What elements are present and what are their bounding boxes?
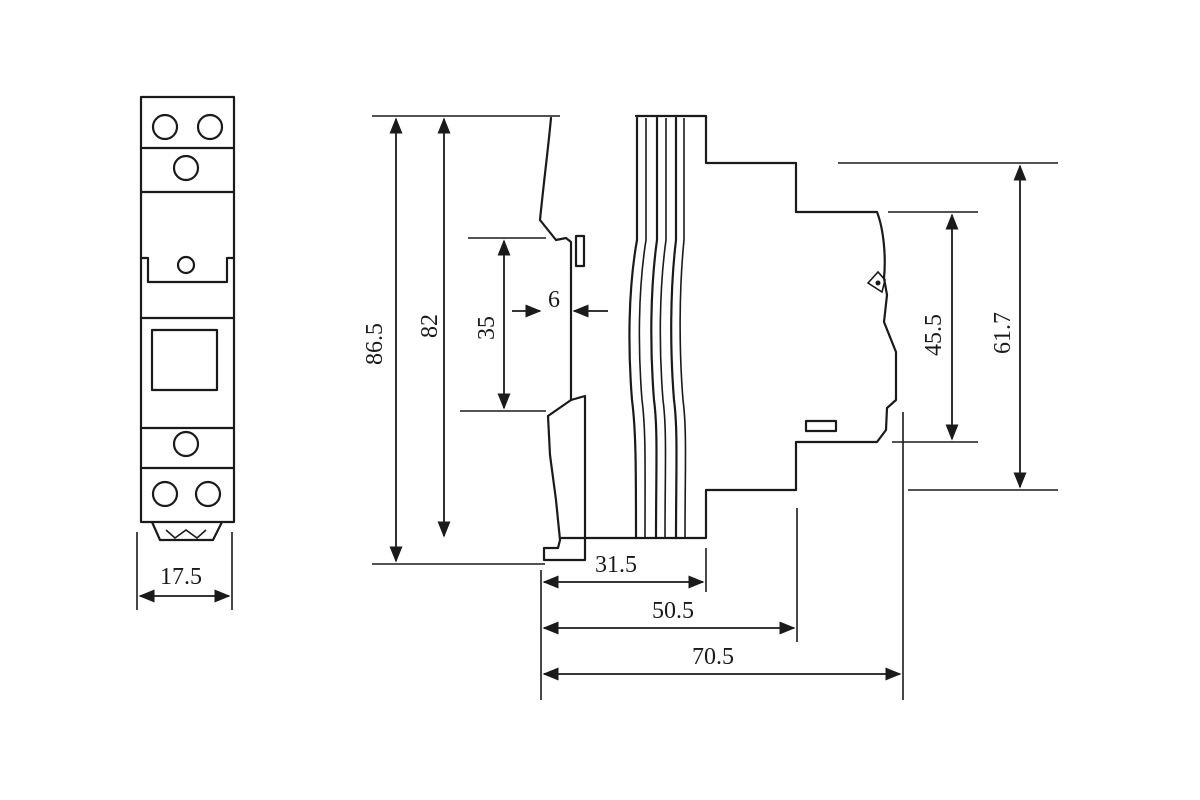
terminal-screw [151,480,179,508]
terminal-screw [172,430,200,458]
dim-6-label: 6 [548,287,560,313]
terminal-screw [194,480,222,508]
dim-35-label: 35 [474,316,500,340]
terminal-screw [172,154,200,182]
din-clip [150,520,224,542]
display-window [150,328,219,392]
dim-61-7-label: 61.7 [990,312,1016,354]
seal-hole [176,255,196,275]
dim-31-5-label: 31.5 [595,552,637,578]
release-tab [866,270,886,294]
terminal-screw [196,113,224,141]
side-view: 86.5 82 35 6 31.5 50.5 70.5 45.5 61.7 [362,114,1058,700]
dim-50-5-label: 50.5 [652,598,694,624]
dim-70-5-label: 70.5 [692,644,734,670]
rail-hook-bottom [542,414,587,562]
rail-hook-top [538,116,573,270]
label-slot [804,419,838,433]
dim-45-5-label: 45.5 [921,314,947,356]
dim-82-label: 82 [417,314,443,338]
terminal-screw [151,113,179,141]
front-view: 17.5 [136,95,236,610]
dim-width-label: 17.5 [160,564,202,590]
side-body-outline [634,114,898,540]
front-body-outline [139,95,236,524]
dim-86-5-label: 86.5 [362,323,388,365]
